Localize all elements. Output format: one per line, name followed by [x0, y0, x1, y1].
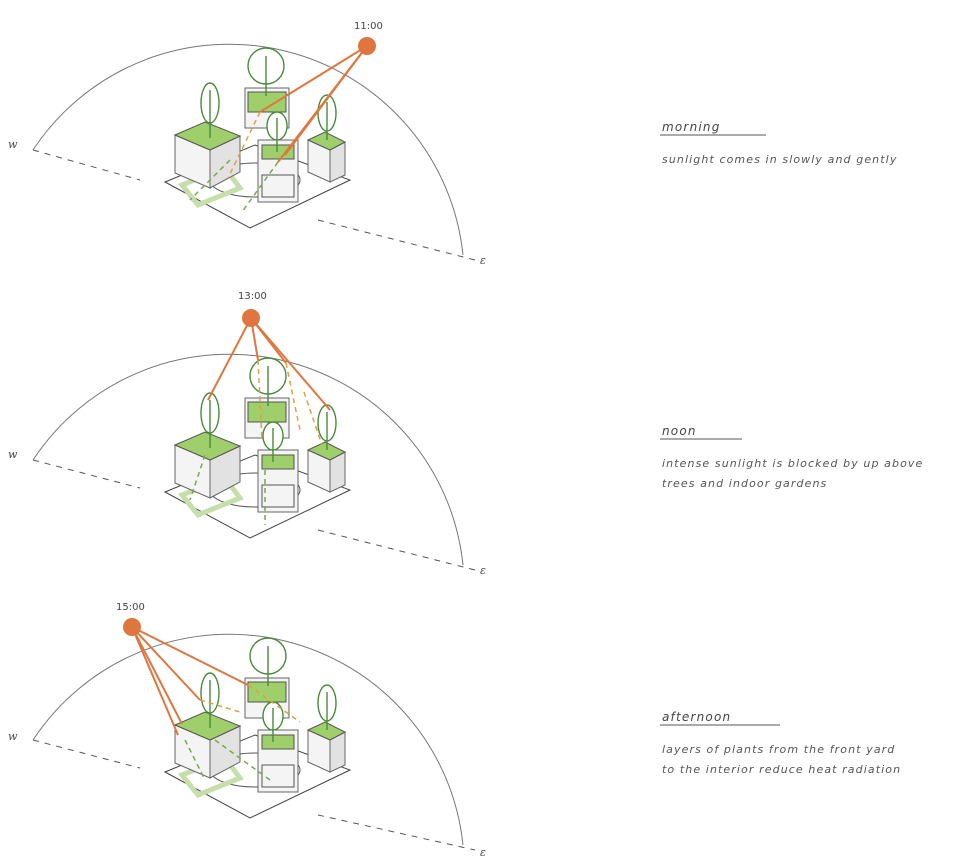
east-label: ε	[480, 254, 486, 267]
ground-line-east	[317, 219, 476, 261]
time-label: 15:00	[116, 602, 145, 613]
panel-afternoon: w ε	[8, 602, 901, 859]
tree-icon	[200, 392, 220, 448]
ground-line-west	[32, 739, 141, 769]
description-line: layers of plants from the front yard	[662, 743, 895, 756]
tree-icon	[200, 672, 220, 728]
heading-morning: morning	[662, 120, 721, 134]
ground-line-east	[317, 814, 476, 851]
sun-icon	[123, 618, 141, 636]
sun-icon	[242, 309, 260, 327]
time-label: 11:00	[354, 21, 383, 32]
description-line: trees and indoor gardens	[662, 477, 827, 490]
tree-icon	[247, 47, 285, 96]
east-label: ε	[480, 564, 486, 577]
description-line: intense sunlight is blocked by up above	[662, 457, 923, 470]
tree-icon	[317, 684, 337, 730]
east-label: ε	[480, 846, 486, 859]
tree-icon	[249, 357, 287, 406]
heading-noon: noon	[662, 424, 697, 438]
heading-afternoon: afternoon	[662, 710, 731, 724]
west-label: w	[8, 138, 18, 151]
sun-icon	[358, 37, 376, 55]
sun-path-arc	[32, 633, 464, 846]
sun-path-arc	[32, 43, 464, 256]
building-model	[163, 357, 352, 539]
description-line: to the interior reduce heat radiation	[662, 763, 901, 776]
panel-morning: w ε	[8, 21, 897, 267]
time-label: 13:00	[238, 291, 267, 302]
ground-line-west	[32, 149, 141, 181]
building-model	[163, 637, 352, 819]
tree-icon	[262, 421, 284, 462]
tree-icon	[317, 94, 337, 140]
ground-line-east	[317, 529, 476, 571]
tree-icon	[249, 637, 287, 686]
ground-line-west	[32, 459, 141, 489]
west-label: w	[8, 448, 18, 461]
tree-icon	[266, 111, 288, 152]
tree-icon	[200, 82, 220, 138]
tree-icon	[317, 404, 337, 450]
description-line: sunlight comes in slowly and gently	[662, 153, 897, 166]
west-label: w	[8, 730, 18, 743]
building-model	[163, 47, 352, 229]
panel-noon: w ε	[8, 291, 923, 577]
